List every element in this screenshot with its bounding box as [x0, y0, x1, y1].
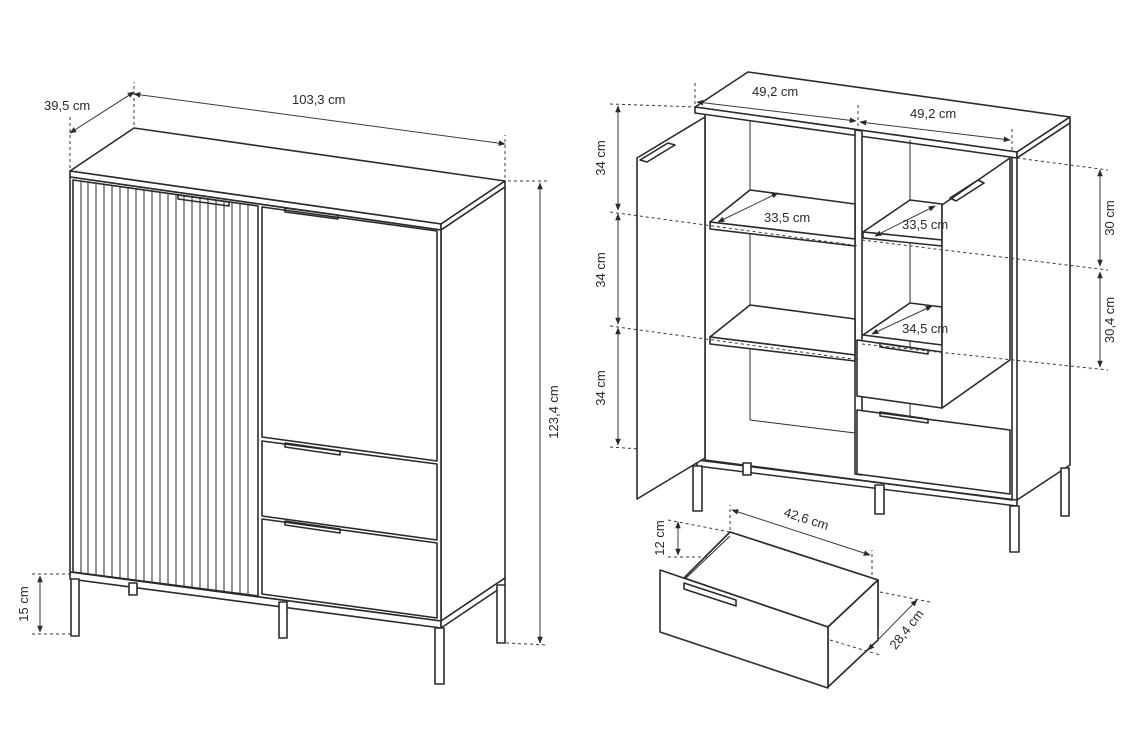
label-left-top: 34 cm — [593, 140, 608, 175]
open-leg-back-right — [1060, 467, 1070, 517]
label-shelf-depth-lower: 34,5 cm — [902, 321, 948, 336]
open-left-door — [636, 116, 706, 500]
label-right-top: 30 cm — [1102, 200, 1117, 235]
leg-front-left — [70, 578, 80, 637]
closed-cabinet-dimensions — [32, 82, 549, 646]
drawer-lower-handle — [284, 520, 341, 534]
open-right-door-handle — [949, 179, 985, 202]
closed-cabinet — [69, 127, 506, 685]
leg-front-right — [434, 627, 445, 685]
label-shelf-depth-right: 33,5 cm — [902, 217, 948, 232]
label-drawer-depth: 28,4 cm — [886, 606, 926, 652]
label-depth: 39,5 cm — [44, 98, 90, 113]
open-drawer-lower — [856, 409, 1011, 495]
open-cabinet — [636, 71, 1071, 553]
drawer-detail-handle — [683, 582, 737, 607]
open-leg-back-left — [742, 462, 752, 476]
label-leg-height: 15 cm — [16, 586, 31, 621]
open-leg-front-right — [1009, 505, 1020, 553]
label-compartment-right: 49,2 cm — [910, 106, 956, 121]
drawer-front — [659, 569, 829, 689]
label-left-bottom: 34 cm — [593, 370, 608, 405]
slatted-door — [72, 179, 259, 597]
label-height: 123,4 cm — [546, 385, 561, 438]
label-drawer-height: 12 cm — [652, 520, 667, 555]
door-slats — [80, 181, 249, 594]
side-panel — [440, 186, 506, 622]
open-left-door-handle — [639, 142, 676, 163]
open-side-panel — [1016, 122, 1071, 501]
right-door-handle — [284, 207, 339, 220]
label-right-middle: 30,4 cm — [1102, 297, 1117, 343]
drawer-upper — [261, 440, 438, 541]
open-drawer-lower-handle — [879, 411, 929, 424]
open-cabinet-dimensions — [609, 82, 1109, 450]
leg-back-right — [496, 584, 506, 644]
drawer-detail — [659, 505, 931, 689]
right-door — [261, 206, 438, 462]
drawer-upper-handle — [284, 442, 341, 456]
label-left-middle: 34 cm — [593, 252, 608, 287]
open-right-door — [941, 157, 1011, 409]
open-leg-middle — [874, 484, 885, 515]
label-width: 103,3 cm — [292, 92, 345, 107]
leg-middle — [278, 601, 288, 639]
open-leg-front-left — [692, 465, 703, 512]
door-handle — [177, 194, 230, 207]
drawer-lower — [261, 518, 438, 619]
leg-back-left — [128, 582, 138, 596]
label-shelf-depth-left: 33,5 cm — [764, 210, 810, 225]
label-compartment-left: 49,2 cm — [752, 84, 798, 99]
